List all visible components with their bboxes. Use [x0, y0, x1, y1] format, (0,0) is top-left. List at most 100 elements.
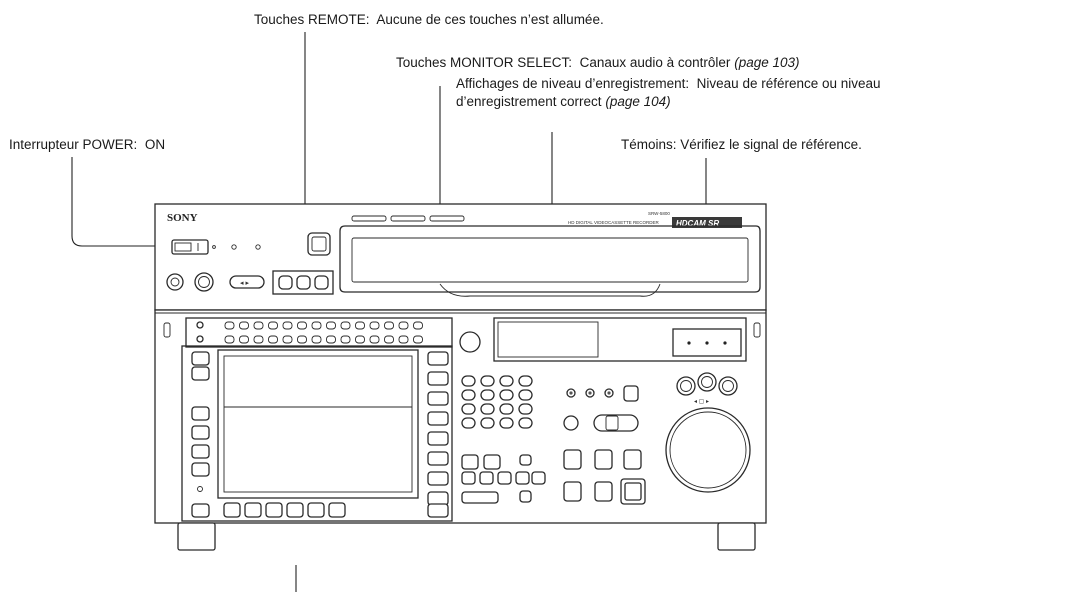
keypad-key[interactable] [461, 471, 476, 485]
lower-section: ◂ ▢ ▸ [154, 309, 767, 524]
keypad-key[interactable] [519, 490, 532, 503]
keypad-key[interactable] [499, 375, 514, 387]
keypad-key[interactable] [518, 403, 533, 415]
side-function-key[interactable] [427, 491, 449, 506]
side-function-key[interactable] [191, 503, 210, 518]
headphone-level-knob[interactable] [194, 272, 214, 292]
indicator-3 [723, 341, 727, 345]
monitor-select-key[interactable] [196, 321, 204, 329]
led-button-3 [604, 388, 614, 398]
side-function-key[interactable] [191, 444, 210, 459]
level-meter-segment [311, 335, 322, 344]
soft-key[interactable] [244, 502, 262, 518]
side-function-key[interactable] [191, 366, 210, 381]
side-function-key[interactable] [427, 503, 449, 518]
side-function-key[interactable] [427, 431, 449, 446]
side-function-key[interactable] [191, 462, 210, 477]
keypad-key[interactable] [461, 403, 476, 415]
level-meter-segment [224, 321, 235, 330]
side-function-key[interactable] [191, 406, 210, 421]
transport-key-2[interactable] [594, 449, 613, 470]
keypad-key[interactable] [518, 375, 533, 387]
keypad-key[interactable] [499, 417, 514, 429]
callout-monitor-select-label: Touches MONITOR SELECT: [396, 55, 573, 70]
keypad-key[interactable] [461, 375, 476, 387]
keypad-key[interactable] [515, 471, 530, 485]
jog-shuttle-dial[interactable] [665, 407, 751, 493]
jog-button-1[interactable] [676, 376, 696, 396]
level-meter-segment [282, 321, 293, 330]
power-switch[interactable] [171, 239, 209, 255]
keypad-key[interactable] [518, 417, 533, 429]
callout-monitor-select-ref: (page 103) [734, 55, 800, 70]
keypad-key[interactable] [483, 454, 501, 470]
keypad-key[interactable] [461, 389, 476, 401]
soft-key[interactable] [286, 502, 304, 518]
time-code-display-frame [493, 317, 747, 362]
soft-key[interactable] [307, 502, 325, 518]
keypad-key[interactable] [499, 389, 514, 401]
left-function-buttons [191, 351, 210, 518]
keypad-key[interactable] [531, 471, 546, 485]
model-description: HD DIGITAL VIDEOCASSETTE RECORDER [568, 220, 660, 225]
keypad-key[interactable] [480, 403, 495, 415]
soft-key[interactable] [223, 502, 241, 518]
side-function-key[interactable] [427, 371, 449, 386]
round-key[interactable] [563, 415, 579, 431]
level-meter-segment [326, 335, 336, 344]
level-meter-segment [297, 335, 307, 344]
callout-record-level-ref: (page 104) [605, 94, 671, 109]
rocker-switch[interactable] [229, 275, 265, 289]
level-meter-segment [355, 321, 365, 330]
record-key-frame[interactable] [620, 478, 646, 505]
keypad-key[interactable] [518, 389, 533, 401]
side-function-key[interactable] [427, 351, 449, 366]
transport-key-1[interactable] [563, 449, 582, 470]
keypad-key[interactable] [497, 471, 512, 485]
keypad-key[interactable] [480, 417, 495, 429]
callout-record-level-line1: Affichages de niveau d’enregistrement: N… [456, 75, 881, 93]
side-function-key[interactable] [427, 451, 449, 466]
side-function-key[interactable] [427, 391, 449, 406]
soft-key[interactable] [265, 502, 283, 518]
level-meter-segment [311, 321, 322, 330]
indicator-1 [687, 341, 691, 345]
keypad-key[interactable] [480, 389, 495, 401]
level-meter-segment [413, 321, 423, 330]
keypad-key[interactable] [499, 403, 514, 415]
brand-logo: SONY [167, 212, 198, 224]
keypad-key[interactable] [479, 471, 494, 485]
side-function-key[interactable] [191, 425, 210, 440]
keypad-key[interactable] [519, 454, 532, 466]
keypad-key[interactable] [461, 417, 476, 429]
transport-key-4[interactable] [563, 481, 582, 502]
keypad-key[interactable] [461, 454, 479, 470]
remote-key-2[interactable] [296, 275, 311, 290]
reference-indicators [672, 328, 742, 357]
level-meter-segment [239, 335, 249, 344]
side-function-key[interactable] [191, 351, 210, 366]
keypad-key[interactable] [480, 375, 495, 387]
display-screen [217, 349, 419, 499]
transport-key-5[interactable] [594, 481, 613, 502]
soft-key[interactable] [328, 502, 346, 518]
monitor-select-key[interactable] [196, 335, 204, 343]
remote-key-3[interactable] [314, 275, 329, 290]
side-function-key[interactable] [427, 411, 449, 426]
remote-key-1[interactable] [278, 275, 293, 290]
level-meter-segment [253, 335, 264, 344]
square-key-top[interactable] [623, 385, 639, 402]
keypad-key[interactable] [461, 491, 499, 504]
shuttle-mode-switch[interactable] [593, 414, 639, 432]
keypad [461, 375, 546, 504]
level-meter-segment [398, 335, 409, 344]
eject-button[interactable] [307, 232, 331, 256]
transport-key-3[interactable] [623, 449, 642, 470]
hdcam-sr-logo: HDCAM SR [676, 219, 719, 228]
side-function-key[interactable] [427, 471, 449, 486]
jog-button-2[interactable] [697, 372, 717, 392]
menu-button[interactable] [459, 331, 481, 353]
jog-button-3[interactable] [718, 376, 738, 396]
level-meter-segment [398, 321, 409, 330]
level-meter-segment [340, 335, 351, 344]
